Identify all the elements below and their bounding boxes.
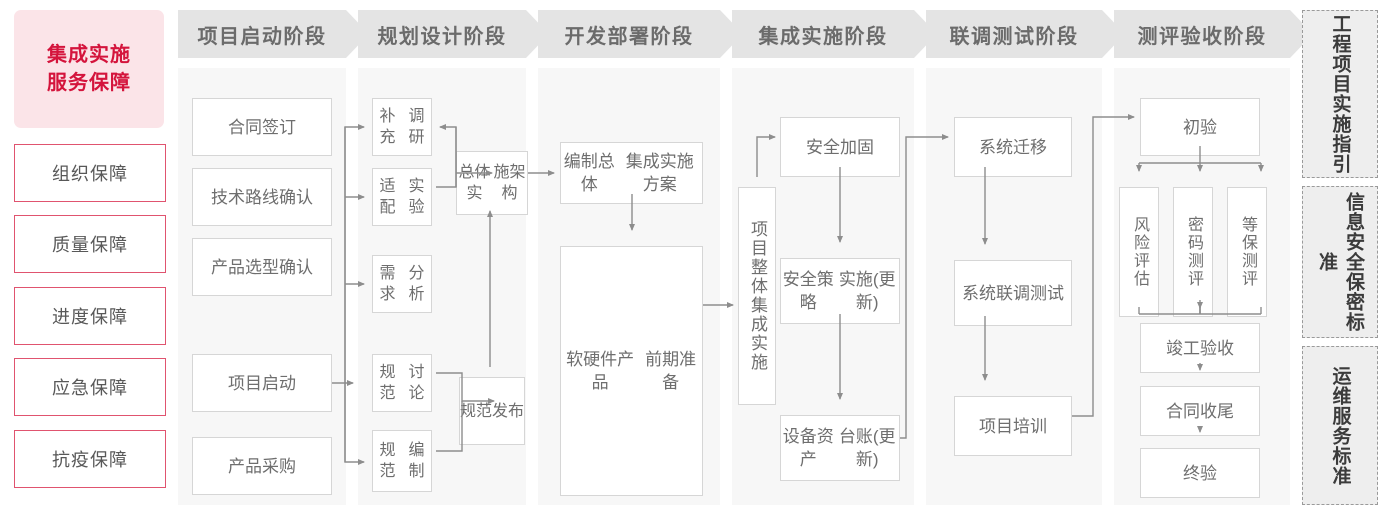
node-hardware-software-preparation[interactable]: 软硬件产品前期准备 (560, 246, 703, 496)
node-cryptography-evaluation[interactable]: 密码测评 (1173, 187, 1213, 317)
node-overall-project-integration[interactable]: 项目整体集成实施 (738, 187, 776, 405)
guarantee-item-schedule[interactable]: 进度保障 (14, 287, 166, 345)
phase-column-integration-implementation: 集成实施阶段 项目整体集成实施 安全加固 安全策略实施(更新) 设备资产台账(更… (709, 10, 937, 505)
node-spec-discussion[interactable]: 规范讨论 (372, 354, 432, 412)
node-classified-protection-evaluation[interactable]: 等保测评 (1227, 187, 1267, 317)
node-preliminary-acceptance[interactable]: 初验 (1140, 98, 1260, 156)
node-spec-compilation[interactable]: 规范编制 (372, 430, 432, 492)
phase-column-project-initiation: 项目启动阶段 合同签订 技术路线确认 产品选型确认 项目启动 产品采购 (178, 10, 369, 505)
node-project-training[interactable]: 项目培训 (954, 396, 1072, 456)
chevron-notch-icon (903, 10, 926, 58)
standard-label: 工程项目实施指引 (1329, 14, 1351, 174)
node-tech-route-confirm[interactable]: 技术路线确认 (192, 168, 332, 226)
chevron-notch-icon (515, 10, 538, 58)
phase-header-development-deployment: 开发部署阶段 (515, 10, 743, 58)
brand-card: 集成实施 服务保障 (14, 10, 164, 128)
node-system-joint-debugging-test[interactable]: 系统联调测试 (954, 260, 1072, 326)
guarantee-item-emergency[interactable]: 应急保障 (14, 358, 166, 416)
phase-header-evaluation-acceptance: 测评验收阶段 (1091, 10, 1313, 58)
phase-title: 联调测试阶段 (949, 25, 1079, 48)
standard-card-engineering-guideline[interactable]: 工程项目实施指引 (1302, 10, 1378, 178)
node-project-kickoff[interactable]: 项目启动 (192, 354, 332, 412)
node-overall-implementation-architecture[interactable]: 总体实施架构 (456, 151, 528, 215)
chevron-notch-icon (335, 10, 358, 58)
node-system-migration[interactable]: 系统迁移 (954, 117, 1072, 177)
node-risk-assessment[interactable]: 风险评估 (1119, 187, 1159, 317)
node-requirement-analysis[interactable]: 需求分析 (372, 255, 432, 313)
brand-line-1: 集成实施 (47, 44, 131, 66)
standard-label: 运维服务标准 (1329, 365, 1351, 486)
phase-column-planning-design: 规划设计阶段 补充调研 适配实验 需求分析 规范讨论 规范编制 总体实施架构 规… (335, 10, 549, 505)
node-contract-signing[interactable]: 合同签订 (192, 98, 332, 156)
node-security-policy-implementation[interactable]: 安全策略实施(更新) (780, 258, 900, 324)
guarantee-item-organization[interactable]: 组织保障 (14, 144, 166, 202)
phase-header-integration-implementation: 集成实施阶段 (709, 10, 937, 58)
phase-title: 规划设计阶段 (377, 25, 507, 48)
phase-column-joint-testing: 联调测试阶段 系统迁移 系统联调测试 项目培训 (903, 10, 1125, 505)
phase-title: 集成实施阶段 (758, 25, 888, 48)
brand-line-2: 服务保障 (47, 72, 131, 94)
node-final-acceptance[interactable]: 终验 (1140, 448, 1260, 498)
standard-label: 信息安全保密标准 (1316, 192, 1364, 332)
node-product-procurement[interactable]: 产品采购 (192, 437, 332, 495)
phase-column-evaluation-acceptance: 测评验收阶段 初验 风险评估 密码测评 等保测评 竣工验收 合同收尾 终验 (1091, 10, 1313, 505)
guarantee-sidebar: 集成实施 服务保障 组织保障 质量保障 进度保障 应急保障 抗疫保障 (14, 10, 166, 505)
chevron-right-icon (1290, 10, 1313, 58)
chevron-notch-icon (709, 10, 732, 58)
node-adaptation-experiment[interactable]: 适配实验 (372, 168, 432, 226)
phase-header-planning-design: 规划设计阶段 (335, 10, 549, 58)
guarantee-item-epidemic[interactable]: 抗疫保障 (14, 430, 166, 488)
standards-sidebar: 工程项目实施指引 信息安全保密标准 运维服务标准 (1302, 10, 1378, 505)
node-equipment-asset-ledger[interactable]: 设备资产台账(更新) (780, 415, 900, 481)
standard-card-infosec-confidentiality[interactable]: 信息安全保密标准 (1302, 186, 1378, 338)
phase-title: 测评验收阶段 (1137, 25, 1267, 48)
node-product-selection-confirm[interactable]: 产品选型确认 (192, 238, 332, 296)
node-contract-closure[interactable]: 合同收尾 (1140, 386, 1260, 436)
chevron-notch-icon (1091, 10, 1114, 58)
node-overall-integration-plan-drafting[interactable]: 编制总体集成实施方案 (560, 142, 703, 204)
phase-column-development-deployment: 开发部署阶段 编制总体集成实施方案 软硬件产品前期准备 (515, 10, 743, 505)
node-security-hardening[interactable]: 安全加固 (780, 117, 900, 177)
node-supplementary-research[interactable]: 补充调研 (372, 98, 432, 156)
node-completion-acceptance[interactable]: 竣工验收 (1140, 323, 1260, 373)
phase-header-project-initiation: 项目启动阶段 (178, 10, 369, 58)
phase-header-joint-testing: 联调测试阶段 (903, 10, 1125, 58)
phase-title: 项目启动阶段 (197, 25, 327, 48)
node-spec-release[interactable]: 规范发布 (459, 377, 525, 445)
standard-card-operation-maintenance[interactable]: 运维服务标准 (1302, 346, 1378, 505)
guarantee-item-quality[interactable]: 质量保障 (14, 215, 166, 273)
phase-title: 开发部署阶段 (564, 25, 694, 48)
